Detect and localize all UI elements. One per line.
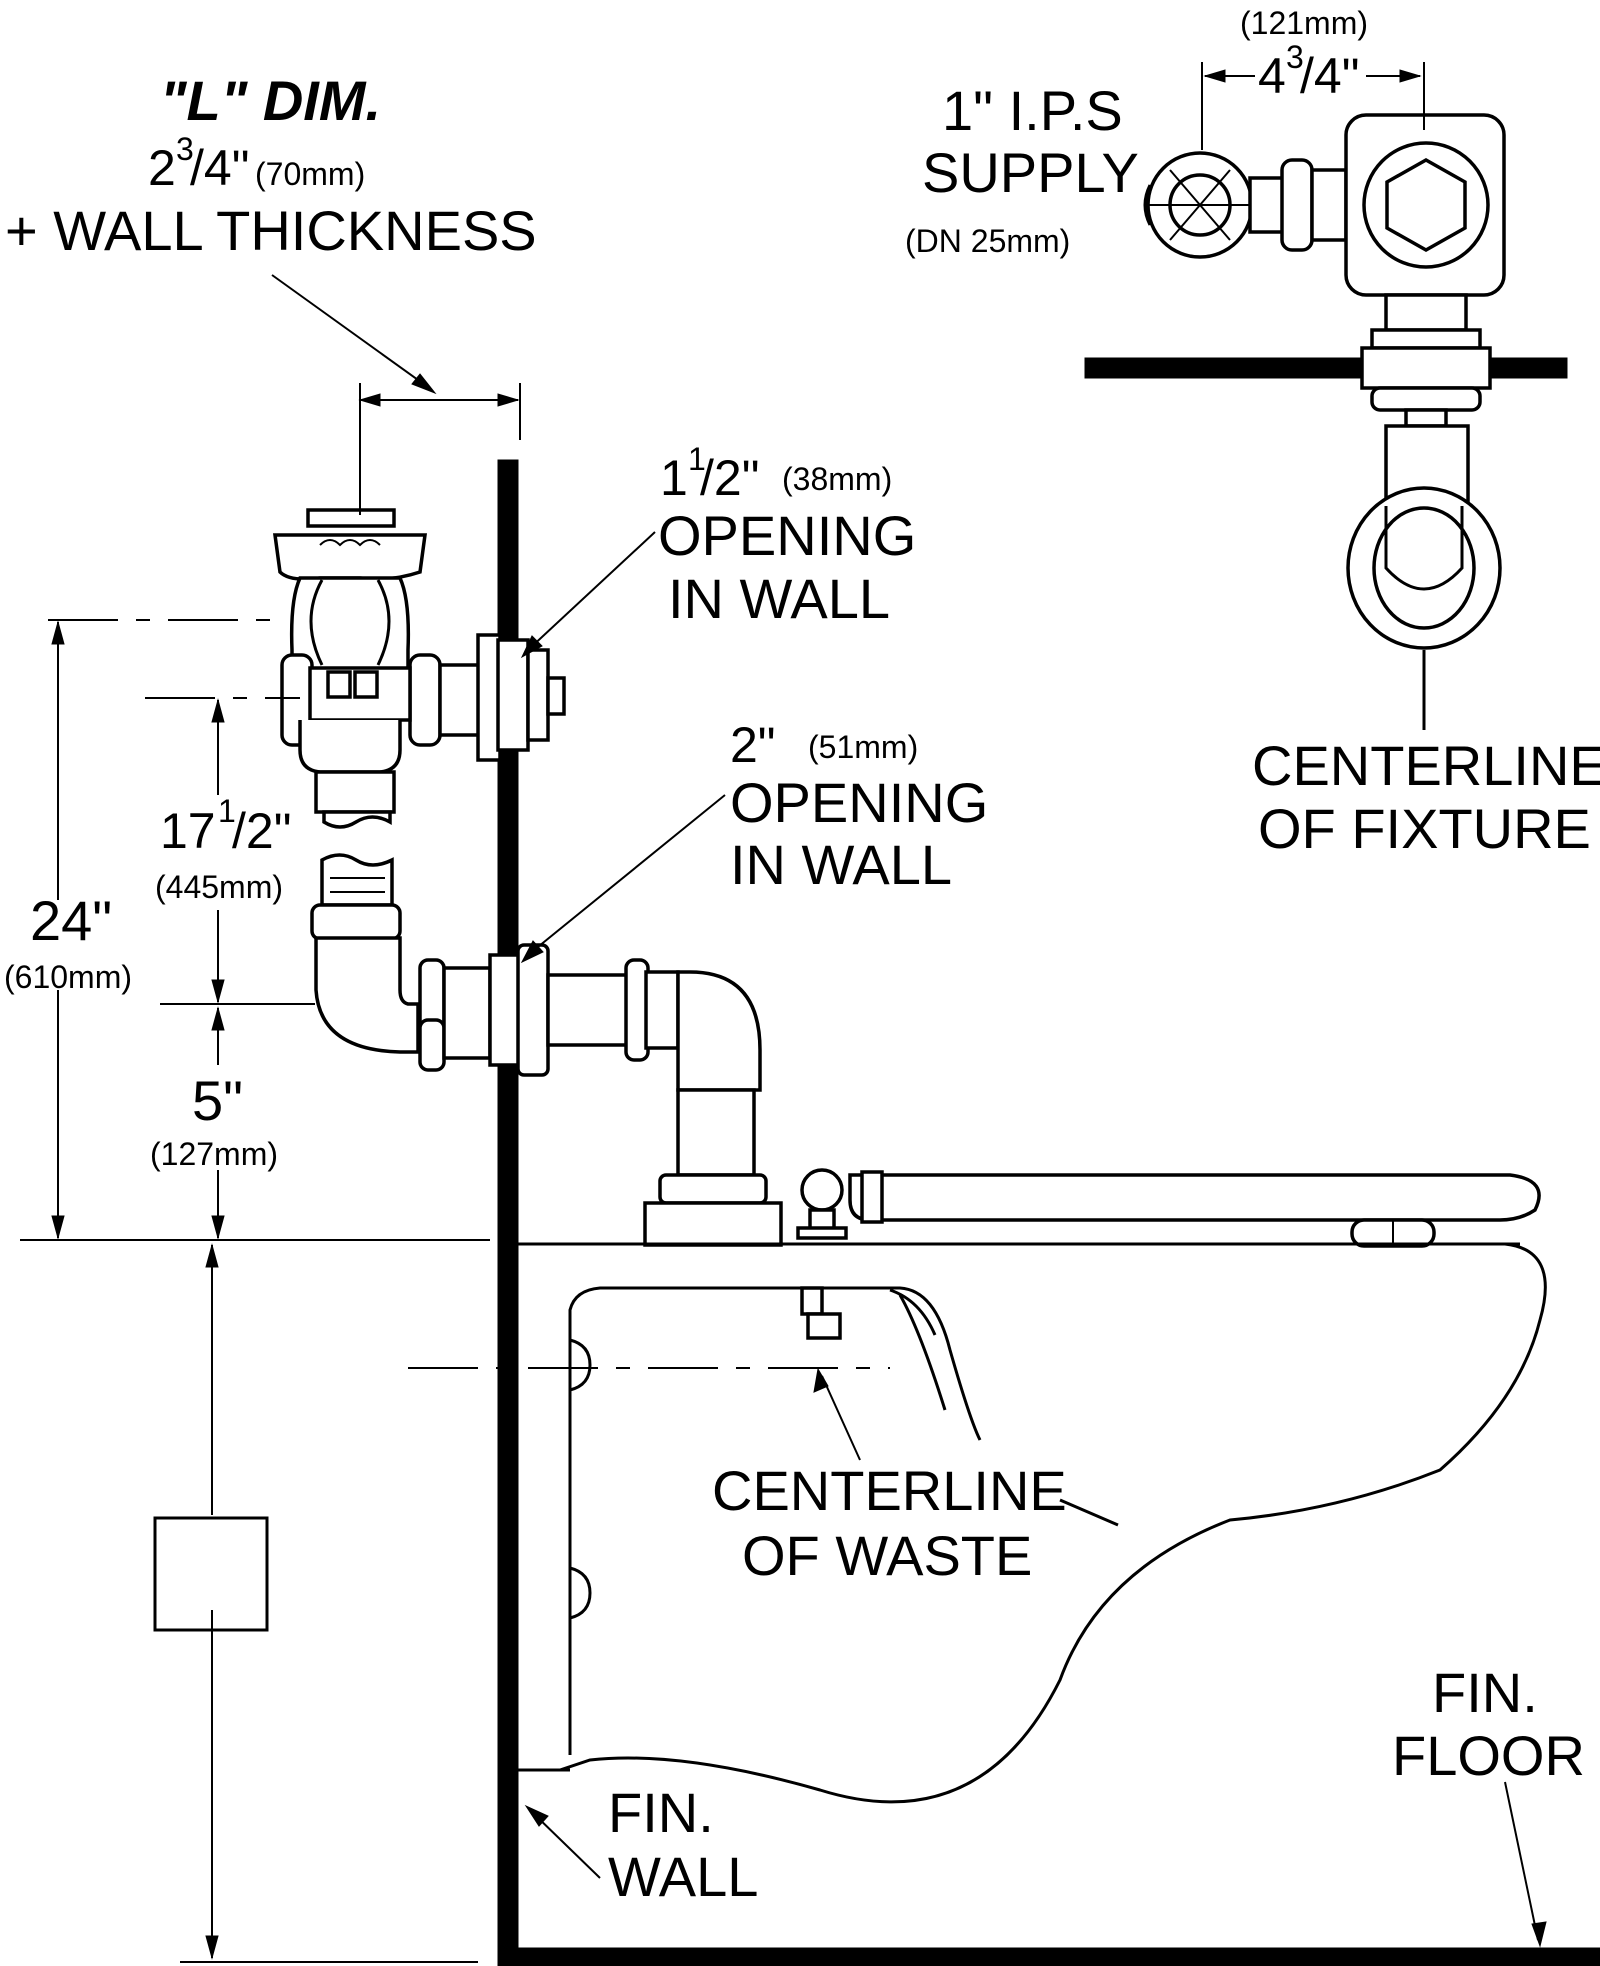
- dim-5-label: 5" (127mm): [150, 1069, 278, 1172]
- centerline-fixture-2: OF FIXTURE: [1258, 797, 1591, 860]
- l-dim-title: "L" DIM.: [160, 69, 381, 132]
- l-dim-num: 3: [176, 131, 194, 167]
- opening1-num: 1: [688, 441, 706, 477]
- dim-17-mm: (445mm): [155, 869, 283, 905]
- l-dim-den: /4": [190, 140, 249, 196]
- fin-floor-1: FIN.: [1432, 1661, 1538, 1724]
- centerline-fixture-1: CENTERLINE: [1252, 734, 1600, 797]
- dim-17-label: 17 1 /2" (445mm): [155, 793, 291, 905]
- dim-17-den: /2": [232, 803, 291, 859]
- dim-5-mm: (127mm): [150, 1136, 278, 1172]
- supply-mm-top: (121mm): [1240, 5, 1368, 41]
- opening-2-label: 2" (51mm) OPENING IN WALL: [730, 717, 988, 896]
- supply-width-dimension: [1201, 62, 1425, 150]
- l-dim-mm: (70mm): [255, 156, 365, 192]
- opening-1-label: 1 1 /2" (38mm) OPENING IN WALL: [658, 441, 916, 630]
- flush-valve: [272, 508, 783, 1247]
- centerline-waste-label: CENTERLINE OF WASTE: [712, 1459, 1067, 1587]
- l-dimension-lines: [271, 274, 521, 515]
- dim-24: 24": [30, 889, 112, 952]
- supply-line2: SUPPLY: [922, 141, 1139, 204]
- height-dimension-lines: [20, 619, 490, 1963]
- fin-wall-1: FIN.: [608, 1781, 714, 1844]
- fin-wall-label: FIN. WALL: [608, 1781, 758, 1908]
- dim-24-label: 24" (610mm): [4, 889, 132, 995]
- fin-floor-label: FIN. FLOOR: [1392, 1661, 1585, 1787]
- leader-lines: [520, 531, 1547, 1948]
- opening2-mm: (51mm): [808, 729, 918, 765]
- supply-dim-whole: 4: [1258, 48, 1286, 104]
- dim-17-num: 1: [218, 793, 236, 829]
- opening2-line2: OPENING: [730, 771, 988, 834]
- centerline-waste-1: CENTERLINE: [712, 1459, 1067, 1522]
- opening2-inch: 2": [730, 717, 776, 773]
- supply-line1: 1" I.P.S: [942, 79, 1123, 142]
- finished-floor: [497, 1947, 1600, 1966]
- opening1-mm: (38mm): [782, 461, 892, 497]
- fin-wall-2: WALL: [608, 1845, 758, 1908]
- l-dim-label: "L" DIM. 2 3 /4" (70mm) + WALL THICKNESS: [5, 69, 537, 262]
- opening1-line3: IN WALL: [668, 567, 890, 630]
- centerline-waste-2: OF WASTE: [742, 1524, 1032, 1587]
- l-dim-whole: 2: [148, 140, 176, 196]
- blank-dimension-box: [153, 1516, 269, 1632]
- finished-wall: [497, 459, 519, 1966]
- supply-mm: (DN 25mm): [905, 223, 1070, 259]
- supply-dim-den: /4": [1300, 48, 1359, 104]
- supply-label: (121mm) 4 3 /4" 1" I.P.S SUPPLY (DN 25mm…: [905, 5, 1368, 259]
- opening1-whole: 1: [660, 450, 688, 506]
- toilet-bowl: [518, 1168, 1547, 1804]
- opening1-den: /2": [700, 450, 759, 506]
- plan-wall-line: [1084, 357, 1568, 379]
- supply-stop-plan-view: [1084, 113, 1568, 730]
- dim-5: 5": [192, 1069, 243, 1132]
- opening2-line3: IN WALL: [730, 833, 952, 896]
- opening1-line2: OPENING: [658, 504, 916, 567]
- supply-dim-num: 3: [1286, 39, 1304, 75]
- dim-17-whole: 17: [160, 803, 216, 859]
- dim-24-mm: (610mm): [4, 959, 132, 995]
- wall-thickness-label: + WALL THICKNESS: [5, 199, 537, 262]
- centerline-fixture-label: CENTERLINE OF FIXTURE: [1252, 734, 1600, 860]
- fin-floor-2: FLOOR: [1392, 1724, 1585, 1787]
